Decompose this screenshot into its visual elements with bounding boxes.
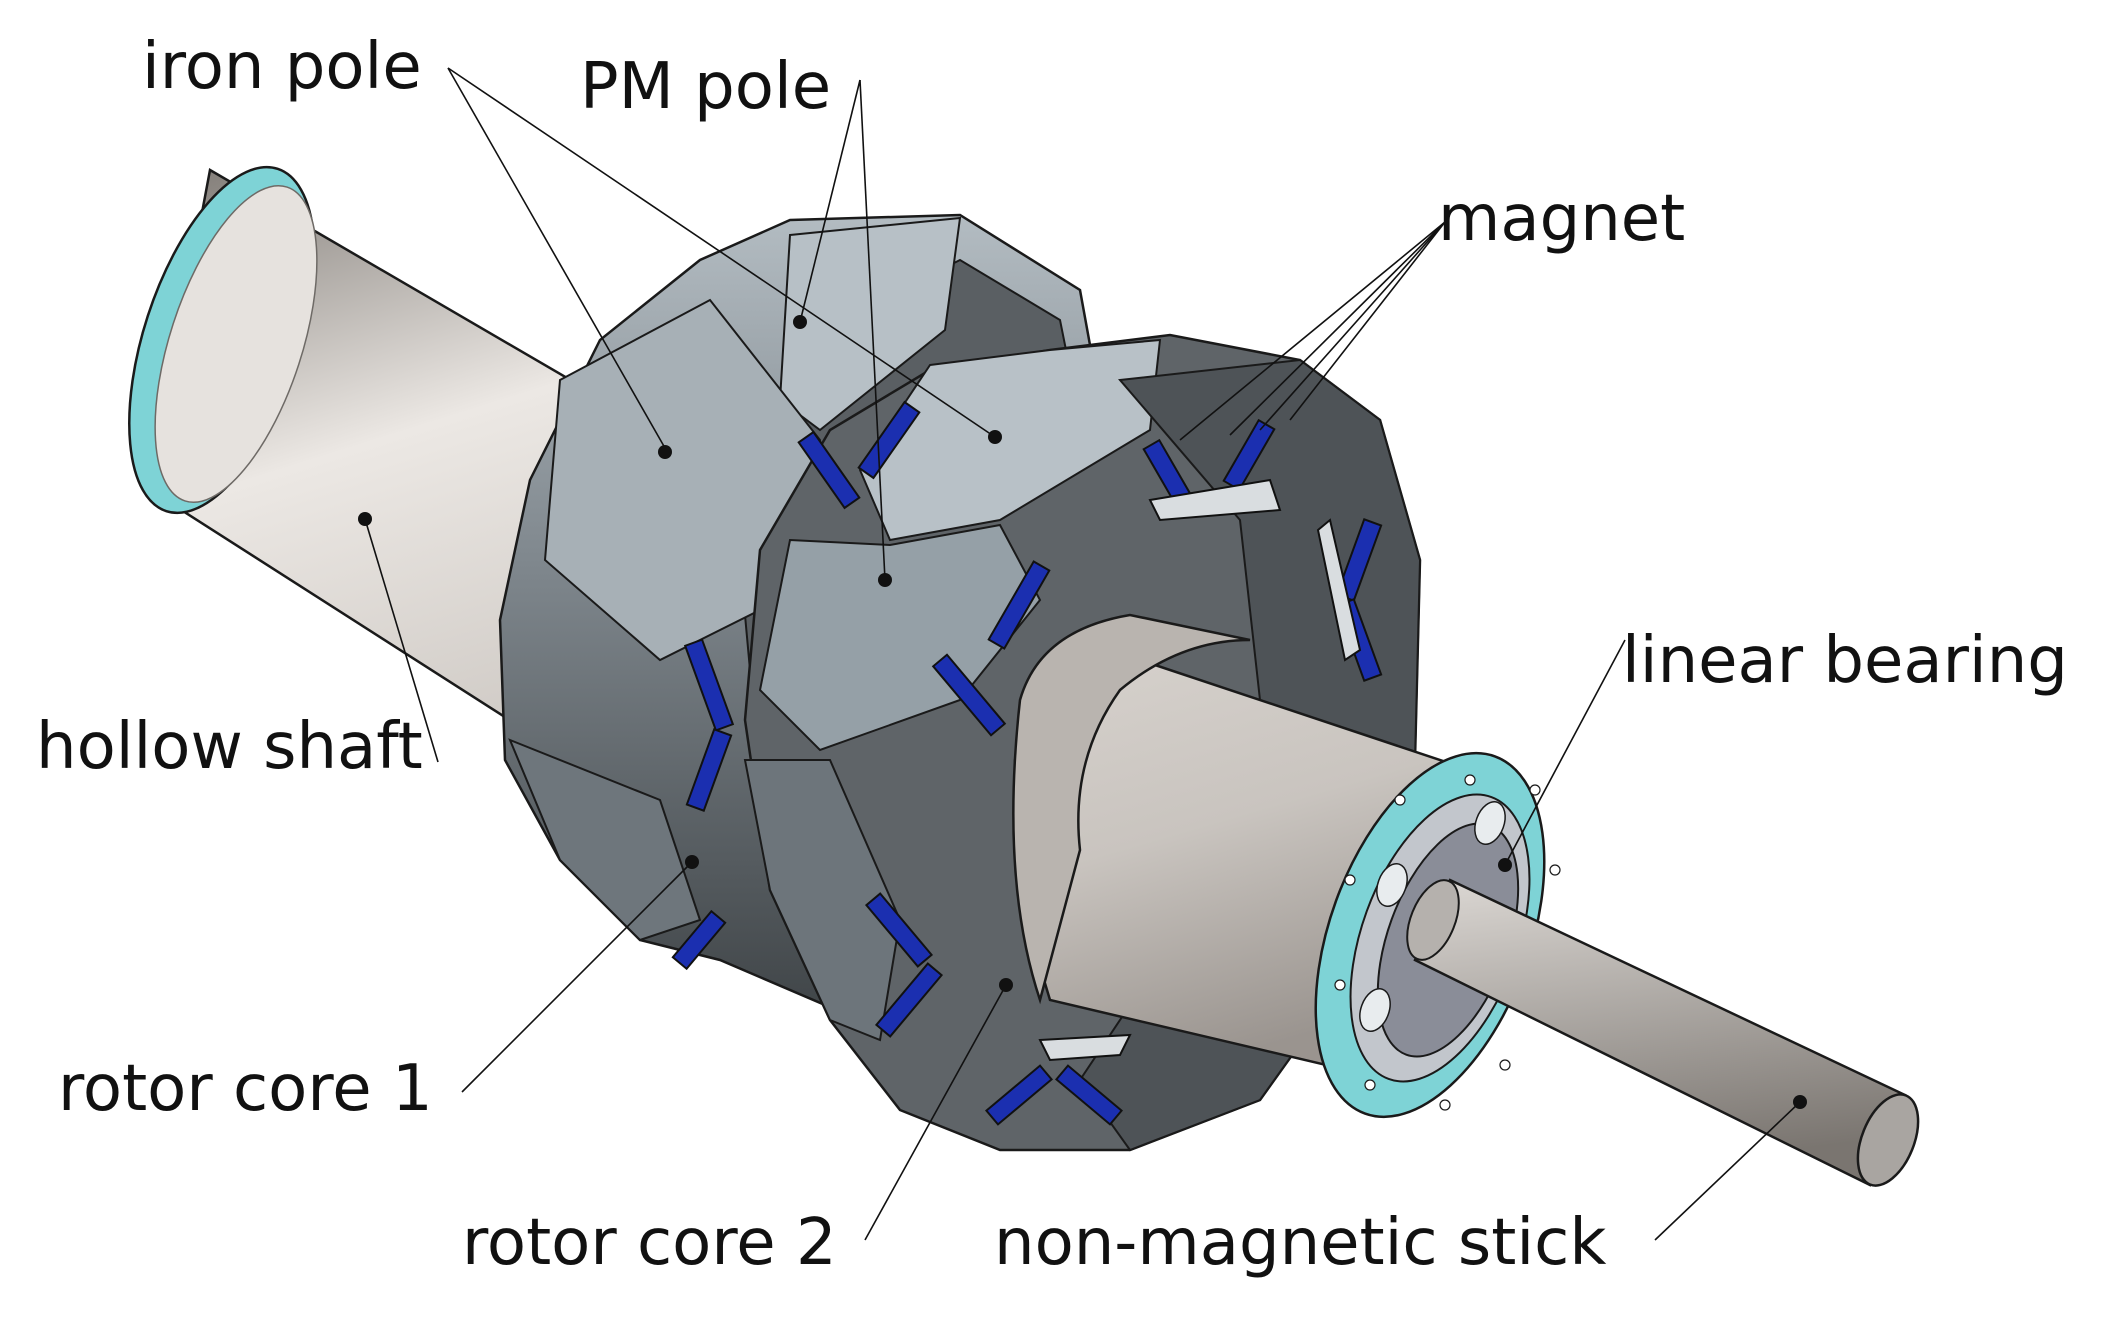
label-rotor-core-2: rotor core 2 <box>462 1206 837 1280</box>
magnet-block <box>1054 1064 1124 1126</box>
bearing-bolt-hole <box>1359 988 1391 1032</box>
label-magnet: magnet <box>1438 182 1685 256</box>
iron-pole-segment <box>508 738 702 942</box>
label-pm-pole: PM pole <box>580 50 831 124</box>
magnet-block <box>1222 418 1276 492</box>
stick-end-face <box>1856 1093 1920 1187</box>
non-magnetic-stick <box>1406 878 1920 1187</box>
magnet-block <box>984 1064 1054 1126</box>
leader-lines <box>364 67 1801 1241</box>
iron-pole-segment <box>778 216 962 432</box>
pm-pole-segment <box>758 523 1042 752</box>
magnet-slot-bridge <box>1038 1033 1132 1062</box>
label-rotor-core-1: rotor core 1 <box>58 1052 433 1126</box>
magnet-block <box>671 909 727 971</box>
label-non-magnetic-stick: non-magnetic stick <box>994 1206 1606 1280</box>
label-hollow-shaft: hollow shaft <box>36 710 423 784</box>
leader-dots <box>358 315 1807 1109</box>
label-iron-pole: iron pole <box>142 30 422 104</box>
magnet-block <box>987 560 1051 650</box>
magnet-block <box>797 430 861 510</box>
magnet-block <box>685 728 733 812</box>
magnet-block <box>864 892 934 968</box>
iron-pole-segment <box>743 759 902 1042</box>
bearing-bolt-hole <box>1376 863 1408 907</box>
magnet-slot-bridge <box>1316 518 1362 662</box>
magnet-slot-bridge <box>1148 478 1282 522</box>
labels: iron pole PM pole magnet linear bearing … <box>36 30 2068 1280</box>
magnets <box>671 400 1383 1126</box>
magnet-block <box>683 638 735 732</box>
iron-pole-segment <box>858 338 1162 542</box>
magnet-block <box>857 400 921 480</box>
magnet-block <box>874 962 944 1038</box>
magnet-block <box>931 653 1007 737</box>
bearing-bolt-hole <box>1474 801 1506 845</box>
label-linear-bearing: linear bearing <box>1622 624 2068 698</box>
